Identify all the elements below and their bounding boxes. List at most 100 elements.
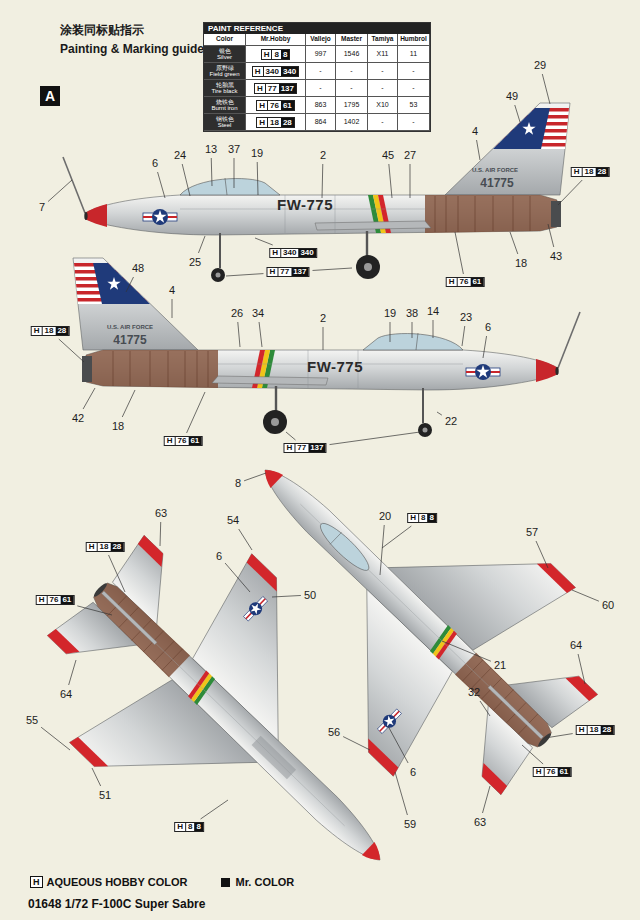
callout-number: 64 bbox=[570, 639, 582, 651]
paint-code: H77137 bbox=[266, 267, 309, 277]
paint-number: 137 bbox=[279, 84, 296, 93]
callout-number: 8 bbox=[235, 477, 241, 489]
leader-line bbox=[483, 786, 491, 813]
paint-ref: 1795 bbox=[344, 101, 360, 108]
side-view-right bbox=[68, 258, 580, 437]
callout-number: 51 bbox=[99, 789, 111, 801]
leader-line bbox=[542, 74, 550, 104]
table-cell: - bbox=[398, 114, 430, 131]
paint-code: H88 bbox=[174, 822, 204, 832]
paint-prefix: H bbox=[534, 768, 544, 776]
legend-sample bbox=[221, 878, 230, 887]
table-cell: 1795 bbox=[336, 97, 368, 114]
leader-line bbox=[201, 800, 228, 819]
callout-number: 4 bbox=[472, 125, 478, 137]
page-subtitle: Painting & Marking guide bbox=[60, 42, 204, 56]
leader-line bbox=[558, 180, 582, 205]
paint-number: 137 bbox=[308, 444, 325, 452]
caption: 01648 1/72 F-100C Super Sabre bbox=[28, 897, 205, 911]
callout-number: 19 bbox=[384, 307, 396, 319]
aircraft-marking: FW-775 bbox=[307, 358, 363, 375]
paint-code: H7661 bbox=[446, 277, 485, 287]
callout-number: 6 bbox=[152, 157, 158, 169]
leader-line bbox=[412, 322, 413, 338]
leader-line bbox=[442, 641, 491, 661]
leader-line bbox=[225, 563, 250, 592]
leader-line bbox=[389, 164, 392, 198]
leader-line bbox=[77, 606, 112, 615]
paint-number: 77 bbox=[265, 84, 279, 93]
table-cell: - bbox=[306, 63, 336, 80]
leader-line bbox=[322, 164, 324, 198]
callout-number: 49 bbox=[506, 90, 518, 102]
table-cell: - bbox=[336, 63, 368, 80]
leader-line bbox=[536, 541, 548, 568]
leader-line bbox=[259, 322, 262, 347]
color-name-cn: 烧铁色 bbox=[216, 99, 234, 105]
table-cell: Vallejo bbox=[306, 34, 336, 46]
callout-number: 19 bbox=[251, 147, 263, 159]
paint-ref: 863 bbox=[315, 101, 327, 108]
paint-code: H1828 bbox=[576, 725, 615, 735]
aircraft-marking: 41775 bbox=[480, 176, 513, 190]
table-cell: H1828 bbox=[246, 114, 306, 131]
badge-letter: A bbox=[45, 88, 55, 104]
table-cell: H77137 bbox=[246, 80, 306, 97]
paint-code: H77137 bbox=[283, 443, 326, 453]
leader-line bbox=[545, 734, 573, 738]
paint-code: H7661 bbox=[533, 767, 572, 777]
color-name: Tire black bbox=[212, 88, 238, 94]
paint-number: 8 bbox=[194, 823, 202, 831]
paint-ref: - bbox=[319, 84, 321, 91]
paint-code: H7661 bbox=[164, 436, 203, 446]
paint-number: 61 bbox=[470, 278, 483, 286]
table-cell: 997 bbox=[306, 46, 336, 63]
paint-number: 28 bbox=[595, 168, 608, 176]
leader-line bbox=[187, 392, 205, 433]
column-header: Tamiya bbox=[372, 36, 394, 43]
table-cell: H340340 bbox=[246, 63, 306, 80]
table-cell: 烧铁色Burnt iron bbox=[204, 97, 246, 114]
paint-number: 77 bbox=[277, 268, 291, 276]
paint-prefix: H bbox=[32, 327, 42, 335]
leader-line bbox=[255, 238, 273, 245]
legend-text: Mr. COLOR bbox=[235, 876, 294, 888]
paint-prefix: H bbox=[257, 101, 267, 110]
section-badge: A bbox=[40, 86, 60, 106]
leader-line bbox=[126, 277, 134, 292]
table-cell: Mr.Hobby bbox=[246, 34, 306, 46]
leader-line bbox=[257, 162, 259, 195]
callout-number: 25 bbox=[189, 256, 201, 268]
leader-line bbox=[244, 473, 266, 481]
color-name-cn: 轮胎黑 bbox=[216, 82, 234, 88]
table-cell: Humbrol bbox=[398, 34, 430, 46]
leader-line bbox=[462, 326, 465, 346]
table-cell: 原野绿Field green bbox=[204, 63, 246, 80]
table-cell: 轮胎黑Tire black bbox=[204, 80, 246, 97]
paint-number: 76 bbox=[267, 101, 281, 110]
column-header: Master bbox=[341, 36, 362, 43]
paint-prefix: H bbox=[270, 249, 280, 257]
callout-number: 7 bbox=[39, 201, 45, 213]
leader-line bbox=[395, 772, 407, 815]
callout-number: 64 bbox=[60, 688, 72, 700]
paint-ref: X11 bbox=[377, 50, 389, 57]
callout-number: 20 bbox=[379, 510, 391, 522]
paint-number: 18 bbox=[267, 118, 281, 127]
paint-code: H340340 bbox=[269, 248, 317, 258]
table-cell: H88 bbox=[246, 46, 306, 63]
paint-number: 340 bbox=[263, 67, 281, 76]
callout-number: 6 bbox=[410, 766, 416, 778]
leader-line bbox=[510, 232, 518, 254]
column-header: Mr.Hobby bbox=[261, 36, 291, 43]
leader-line bbox=[158, 172, 165, 198]
callout-number: 57 bbox=[526, 526, 538, 538]
paint-prefix: H bbox=[408, 514, 418, 522]
paint-ref: - bbox=[381, 84, 383, 91]
paint-ref: 864 bbox=[315, 118, 327, 125]
leader-line bbox=[578, 654, 585, 684]
callout-number: 32 bbox=[468, 686, 480, 698]
paint-ref: - bbox=[412, 118, 414, 125]
paint-number: 76 bbox=[174, 437, 188, 445]
paint-ref: - bbox=[381, 67, 383, 74]
